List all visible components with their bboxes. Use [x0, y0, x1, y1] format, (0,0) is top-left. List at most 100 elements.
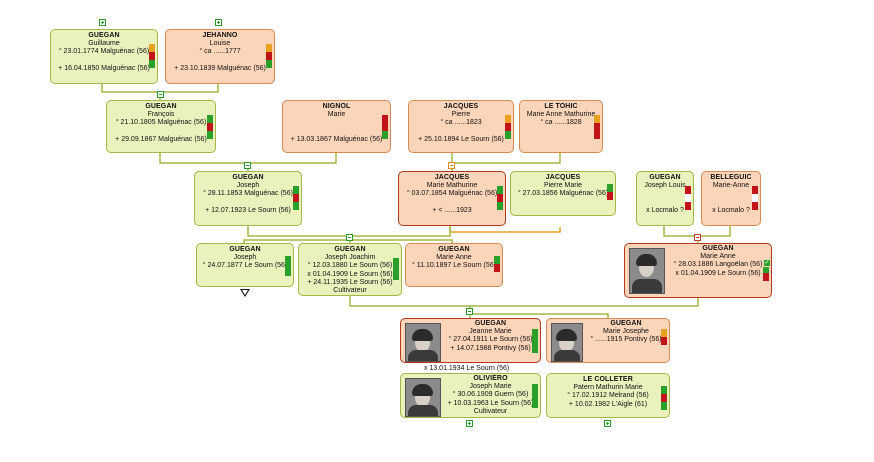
surname: GUEGAN: [229, 246, 261, 253]
birth: ° ca ......1828: [540, 119, 582, 127]
status-bars: [752, 186, 758, 210]
person-card-joseph-joachim-guegan[interactable]: GUEGAN Joseph Joachim ° 12.03.1880 Le So…: [298, 243, 402, 296]
person-card-marie-josephe-guegan[interactable]: GUEGAN Marie Josephe ° ......1915 Pontiv…: [546, 318, 670, 363]
expand-toggle-icon[interactable]: [604, 420, 611, 427]
surname: GUEGAN: [232, 174, 264, 181]
portrait-photo: [405, 378, 441, 417]
given-name: Joseph Marie: [469, 383, 512, 391]
surname: LE TOHIC: [544, 103, 578, 110]
portrait-photo: [405, 323, 441, 362]
expand-toggle-icon[interactable]: [215, 19, 222, 26]
given-name: Joseph Louis: [644, 182, 686, 190]
death: + 12.07.1923 Le Sourn (56): [205, 206, 291, 214]
status-bars: [594, 115, 600, 139]
given-name: Marie: [327, 111, 346, 119]
occupation: Cultivateur: [333, 287, 367, 295]
birth: ° 27.04.1911 Le Sourn (56): [448, 336, 533, 344]
surname: OLIVIÉRO: [473, 375, 508, 382]
birth: ° ......1915 Pontivy (56): [590, 336, 662, 344]
portrait-photo: [551, 323, 583, 362]
marriage: x Locmalo ?: [646, 207, 684, 215]
given-name: Marie Anne Mathurine: [526, 111, 596, 119]
status-bars: [607, 184, 613, 200]
death: + 24.11.1935 Le Sourn (56): [307, 278, 393, 286]
person-card-le-colleter[interactable]: LE COLLETER Patern Mathurin Marie ° 17.0…: [546, 373, 670, 418]
surname: JEHANNO: [202, 32, 238, 39]
birth: ° 28.03.1886 Langoëlan (56): [673, 261, 763, 269]
person-card-louise-jehanno[interactable]: JEHANNO Louise ° ca ......1777 + 23.10.1…: [165, 29, 275, 84]
given-name: Jeanne Marie: [469, 328, 512, 336]
occupation: Cultivateur: [473, 407, 508, 415]
collapse-toggle-icon[interactable]: [466, 308, 473, 315]
status-bars: [149, 44, 155, 68]
person-card-joseph-louis-guegan[interactable]: GUEGAN Joseph Louis x Locmalo ?: [636, 171, 694, 226]
status-bars: [285, 256, 291, 276]
surname: GUEGAN: [88, 32, 120, 39]
person-card-marie-nignol[interactable]: NIGNOL Marie + 13.03.1867 Malguénac (56): [282, 100, 391, 153]
status-bars: [661, 329, 667, 345]
birth: ° 24.07.1877 Le Sourn (56): [202, 262, 288, 270]
marriage: x 01.04.1909 Le Sourn (56): [675, 269, 761, 277]
portrait-photo: [629, 248, 665, 294]
expand-toggle-icon[interactable]: [99, 19, 106, 26]
given-name: Joseph: [233, 254, 257, 262]
death: + 23.10.1839 Malguénac (56): [174, 64, 266, 72]
status-bars: [266, 44, 272, 68]
birth: ° 21.10.1805 Malguénac (56): [115, 119, 207, 127]
status-bars: [532, 329, 538, 353]
person-card-francois-guegan[interactable]: GUEGAN François ° 21.10.1805 Malguénac (…: [106, 100, 216, 153]
death: + < ......1923: [432, 206, 472, 214]
status-bars: [661, 386, 667, 410]
surname: NIGNOL: [322, 103, 351, 110]
surname: GUEGAN: [610, 320, 642, 327]
check-icon: ✓: [764, 260, 770, 266]
birth: ° 28.11.1853 Malguénac (56): [203, 190, 293, 198]
person-card-jeanne-marie-guegan[interactable]: GUEGAN Jeanne Marie ° 27.04.1911 Le Sour…: [400, 318, 541, 363]
collapse-toggle-icon[interactable]: [448, 162, 455, 169]
death: + 10.02.1982 L'Aigle (61): [568, 400, 648, 408]
given-name: Marie Josephe: [603, 328, 649, 336]
status-bars: [393, 258, 399, 280]
surname: JACQUES: [434, 174, 470, 181]
person-card-joseph-marie-oliviero[interactable]: OLIVIÉRO Joseph Marie ° 30.06.1909 Guern…: [400, 373, 541, 418]
surname: GUEGAN: [474, 320, 507, 327]
person-card-pierre-jacques[interactable]: JACQUES Pierre ° ca ......1823 + 25.10.1…: [408, 100, 514, 153]
person-card-guillaume-guegan[interactable]: GUEGAN Guillaume ° 23.01.1774 Malguénac …: [50, 29, 158, 84]
given-name: Marie Anne: [436, 254, 472, 262]
person-card-joseph-guegan-1853[interactable]: GUEGAN Joseph ° 28.11.1853 Malguénac (56…: [194, 171, 302, 226]
surname: GUEGAN: [438, 246, 470, 253]
collapse-toggle-icon[interactable]: [157, 91, 164, 98]
person-card-joseph-guegan-1877[interactable]: GUEGAN Joseph ° 24.07.1877 Le Sourn (56): [196, 243, 294, 287]
birth: ° 17.02.1912 Melrand (56): [567, 392, 649, 400]
surname: GUEGAN: [702, 245, 734, 252]
expand-toggle-icon[interactable]: [466, 420, 473, 427]
birth: ° 11.10.1897 Le Sourn (56): [411, 262, 496, 270]
person-card-marie-mathurine-jacques[interactable]: JACQUES Marie Mathurine ° 03.07.1854 Mal…: [398, 171, 506, 226]
given-name: Marie Anne: [700, 253, 736, 261]
death: + 13.03.1867 Malguénac (56): [290, 136, 383, 144]
person-card-marie-anne-guegan-1897[interactable]: GUEGAN Marie Anne ° 11.10.1897 Le Sourn …: [405, 243, 503, 287]
given-name: Joseph: [236, 182, 260, 190]
given-name: Louise: [209, 40, 231, 48]
given-name: Guillaume: [88, 40, 120, 48]
surname: GUEGAN: [145, 103, 177, 110]
person-card-le-tohic[interactable]: LE TOHIC Marie Anne Mathurine ° ca .....…: [519, 100, 603, 153]
collapse-toggle-icon[interactable]: [244, 162, 251, 169]
person-card-pierre-marie-jacques[interactable]: JACQUES Pierre Marie ° 27.03.1856 Malgué…: [510, 171, 616, 216]
collapse-toggle-icon[interactable]: [346, 234, 353, 241]
status-bars: [685, 186, 691, 210]
status-bars: [494, 256, 500, 272]
person-card-marie-anne-guegan-1886[interactable]: GUEGAN Marie Anne ° 28.03.1886 Langoëlan…: [624, 243, 772, 298]
birth: ° 12.03.1880 Le Sourn (56): [307, 262, 393, 270]
descendants-arrow-icon[interactable]: [240, 289, 250, 297]
collapse-toggle-icon[interactable]: [694, 234, 701, 241]
status-bars: [497, 186, 503, 210]
person-card-marie-anne-belleguic[interactable]: BELLEGUIC Marie-Anne x Locmalo ?: [701, 171, 761, 226]
status-bars: [505, 115, 511, 139]
given-name: Pierre: [451, 111, 471, 119]
status-bars: [532, 384, 538, 408]
surname: BELLEGUIC: [710, 174, 752, 181]
marriage: x 01.04.1909 Le Sourn (56): [307, 270, 393, 278]
marriage: x Locmalo ?: [712, 207, 750, 215]
